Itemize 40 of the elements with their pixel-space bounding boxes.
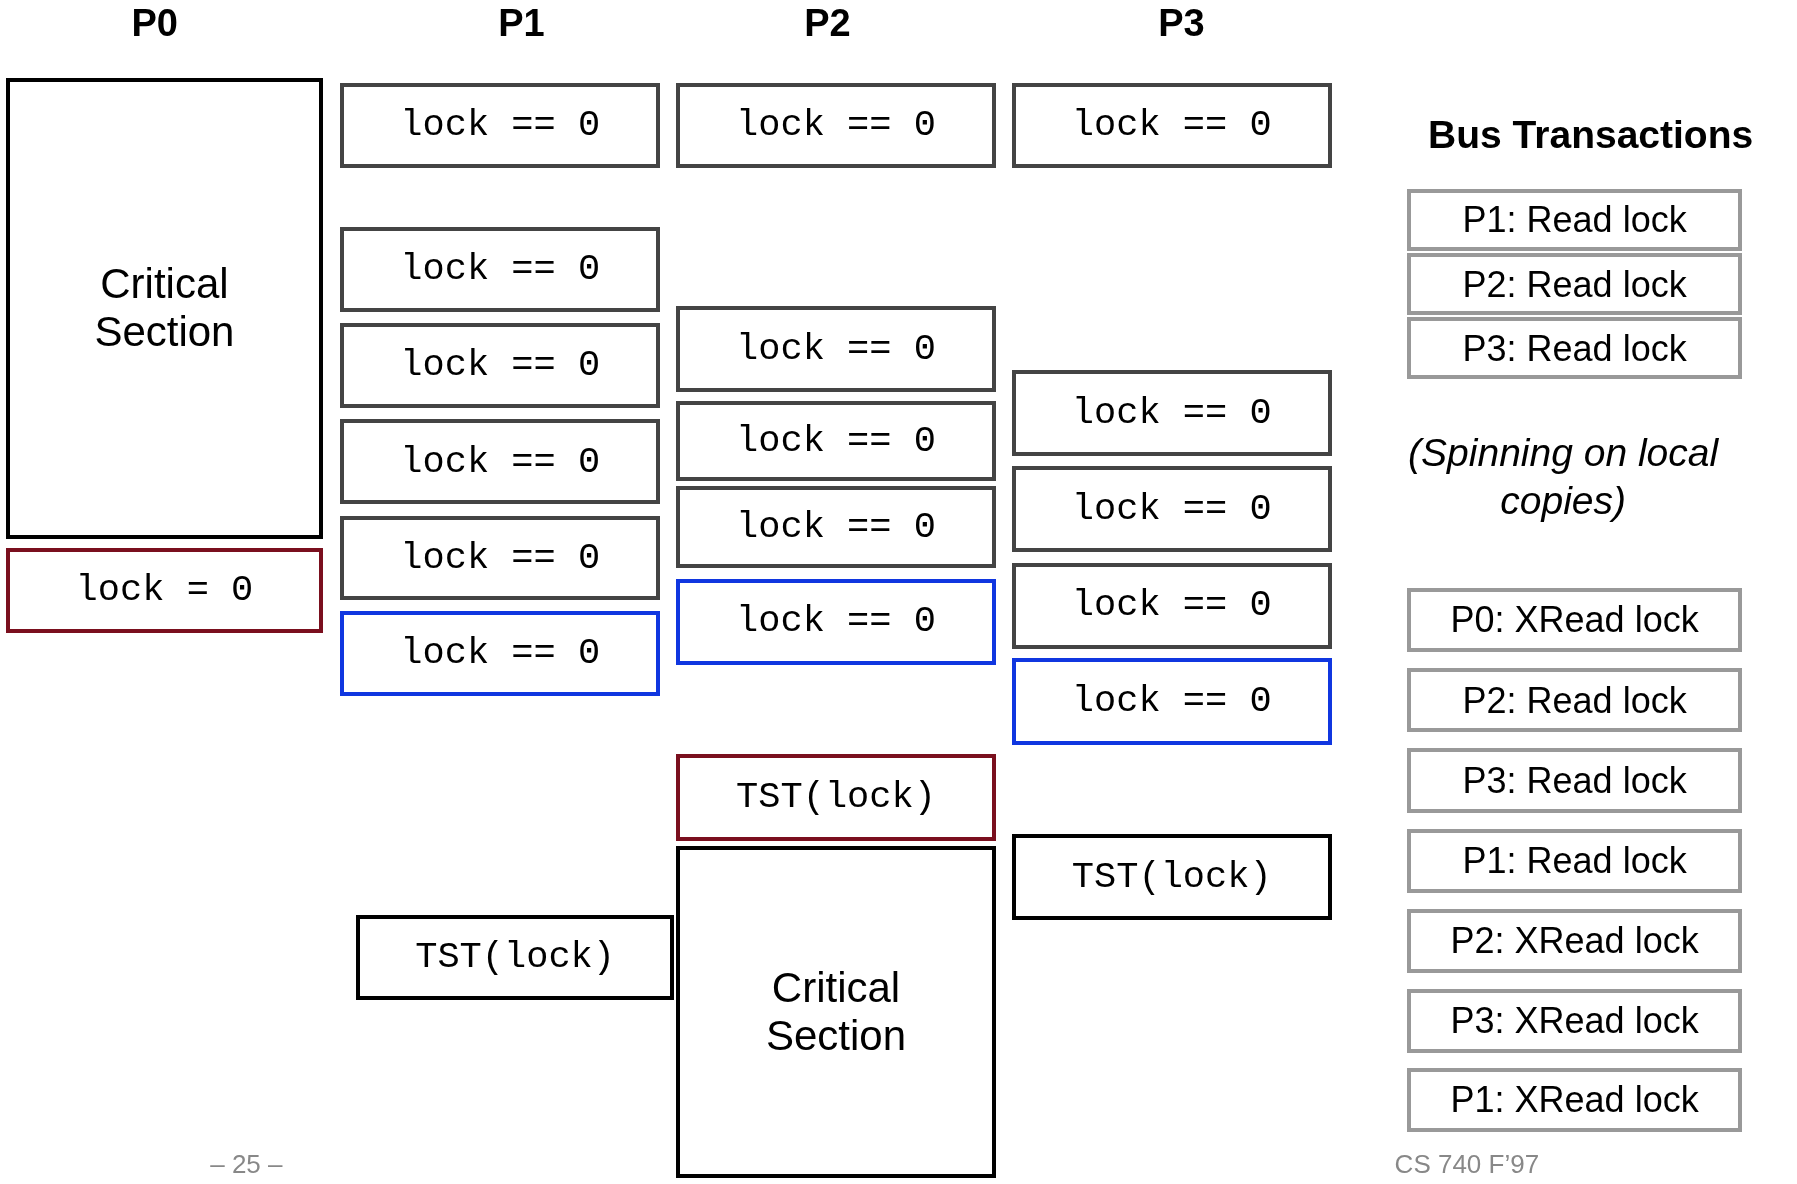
transaction-box: P1: Read lock: [1407, 189, 1742, 251]
column-heading: P3: [1158, 1, 1205, 46]
code-box: lock == 0: [676, 485, 996, 569]
code-box: lock == 0: [340, 610, 661, 696]
transaction-box: P3: Read lock: [1407, 748, 1742, 813]
code-box: lock == 0: [1011, 466, 1332, 553]
footer-text: CS 740 F’97: [1394, 1148, 1540, 1181]
critical-section-box: Critical Section: [5, 77, 324, 539]
transaction-box: P1: Read lock: [1407, 828, 1742, 893]
column-heading: P0: [131, 1, 178, 46]
code-box: lock == 0: [1011, 562, 1332, 649]
code-box: lock == 0: [676, 578, 996, 665]
transaction-box: P2: Read lock: [1407, 668, 1742, 733]
code-box: lock == 0: [340, 82, 661, 169]
page-number: – 25 –: [210, 1148, 283, 1181]
code-box: lock == 0: [676, 305, 996, 392]
code-box: TST(lock): [1011, 834, 1332, 921]
code-box: TST(lock): [356, 914, 674, 1001]
critical-section-box: Critical Section: [676, 845, 996, 1179]
section-heading: Bus Transactions: [1428, 112, 1754, 159]
code-box: lock = 0: [5, 547, 324, 633]
column-heading: P1: [498, 1, 545, 46]
transaction-box: P3: Read lock: [1407, 317, 1742, 380]
code-box: TST(lock): [676, 754, 996, 842]
transaction-box: P1: XRead lock: [1407, 1068, 1742, 1133]
code-box: lock == 0: [340, 226, 661, 312]
code-box: lock == 0: [676, 82, 996, 169]
note-text: (Spinning on local copies): [1407, 429, 1720, 525]
code-box: lock == 0: [340, 419, 661, 505]
code-box: lock == 0: [1011, 657, 1332, 745]
code-box: lock == 0: [1011, 370, 1332, 457]
transaction-box: P0: XRead lock: [1407, 587, 1742, 653]
transaction-box: P2: XRead lock: [1407, 908, 1742, 973]
transaction-box: P2: Read lock: [1407, 253, 1742, 316]
code-box: lock == 0: [676, 401, 996, 482]
transaction-box: P3: XRead lock: [1407, 989, 1742, 1054]
code-box: lock == 0: [340, 515, 661, 601]
code-box: lock == 0: [1011, 82, 1332, 169]
column-heading: P2: [804, 1, 851, 46]
code-box: lock == 0: [340, 323, 661, 408]
